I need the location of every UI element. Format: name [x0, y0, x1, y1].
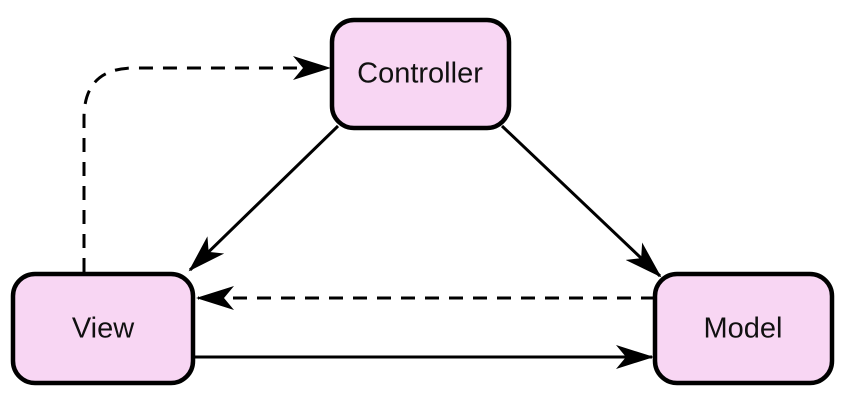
edge-controller-to-view [188, 124, 340, 272]
controller-box [329, 17, 512, 131]
node-model: Model [652, 271, 835, 386]
view-label: View [72, 313, 135, 345]
node-view: View [10, 271, 196, 386]
edge-view-to-controller [82, 56, 331, 272]
model-label: Model [704, 313, 783, 345]
model-box [652, 271, 835, 386]
node-controller: Controller [329, 17, 512, 131]
controller-label: Controller [357, 58, 483, 90]
view-box [10, 271, 196, 386]
edge-controller-to-model [500, 124, 662, 278]
